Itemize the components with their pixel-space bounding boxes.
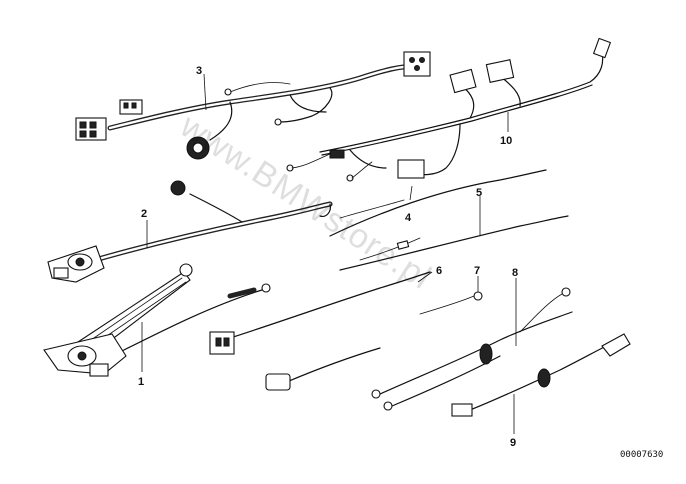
lead-part-8	[371, 287, 573, 411]
harness-3-relay-socket	[403, 51, 431, 77]
callout-5: 5	[476, 187, 482, 199]
harness-10-end-plug	[592, 37, 612, 59]
lead-9-rubber-boot	[601, 333, 631, 357]
harness-part-10	[286, 37, 612, 182]
lead-part-6	[209, 271, 431, 391]
lead-9-grommet	[537, 368, 551, 388]
lead-6-angled-connector	[265, 373, 291, 391]
harness-part-3	[75, 51, 431, 160]
battery-clamp-2	[47, 245, 105, 283]
cable-2-eyelet	[170, 180, 186, 196]
callout-10: 10	[500, 135, 512, 147]
callout-1: 1	[138, 376, 144, 388]
callout-8: 8	[512, 267, 518, 279]
lead-9-plug	[451, 403, 473, 417]
callout-4: 4	[405, 212, 412, 224]
wire-part-5	[339, 215, 569, 271]
harness-10-connector-c	[397, 159, 425, 179]
battery-cable-part-2	[47, 180, 333, 283]
harness-10-connector-a	[449, 68, 477, 94]
wire-part-4	[329, 169, 547, 237]
callout-3: 3	[196, 65, 202, 77]
callout-6: 6	[436, 265, 442, 277]
callout-9: 9	[510, 437, 516, 449]
lead-part-7	[419, 291, 483, 315]
diagram-reference-number: 00007630	[620, 450, 663, 460]
battery-clamp-1	[43, 333, 127, 377]
lead-8-grommet	[479, 343, 493, 365]
battery-clamp-part-1	[43, 263, 271, 377]
harness-3-plug	[119, 99, 143, 115]
lead-6-socket-connector	[209, 331, 235, 355]
lead-part-9	[451, 333, 631, 417]
callout-2: 2	[141, 208, 147, 220]
callout-7: 7	[474, 265, 480, 277]
harness-10-connector-b	[485, 59, 515, 83]
